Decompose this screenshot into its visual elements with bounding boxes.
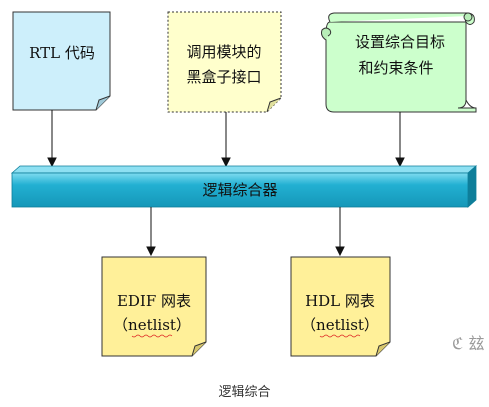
figure-caption: 逻辑综合 <box>218 385 271 400</box>
hdl-spellcheck-underline <box>319 334 361 338</box>
edif-line-1: EDIF 网表 <box>117 292 191 310</box>
arrow-rtl-to-synth <box>47 110 57 168</box>
constraints-scroll: 设置综合目标 和约束条件 <box>321 12 477 113</box>
output-arrows <box>146 207 345 257</box>
blackbox-line-1: 调用模块的 <box>186 43 261 61</box>
edif-netlist-box: EDIF 网表 （netlist） <box>101 256 207 357</box>
hdl-line-1: HDL 网表 <box>305 292 375 310</box>
arrow-blackbox-to-synth <box>221 112 231 168</box>
logic-synthesizer-bar: 逻辑综合器 <box>10 165 478 208</box>
edif-spellcheck-underline <box>131 334 173 338</box>
arrow-synth-to-edif <box>146 207 156 257</box>
watermark-logo: ℭ 玆 <box>452 334 485 353</box>
blackbox-interface-box: 调用模块的 黑盒子接口 <box>167 11 282 113</box>
blackbox-line-2: 黑盒子接口 <box>186 68 261 86</box>
hdl-netlist-box: HDL 网表 （netlist） <box>290 256 391 357</box>
constraints-line-2: 和约束条件 <box>358 59 433 77</box>
hdl-line-2: （netlist） <box>301 316 379 334</box>
edif-line-2: （netlist） <box>113 316 191 334</box>
rtl-code-label: RTL 代码 <box>29 44 95 62</box>
rtl-code-box: RTL 代码 <box>12 11 111 111</box>
arrow-synth-to-hdl <box>335 207 345 257</box>
arrow-constraints-to-synth <box>395 112 405 168</box>
logic-synthesizer-label: 逻辑综合器 <box>202 181 277 199</box>
input-arrows <box>47 110 405 168</box>
constraints-line-1: 设置综合目标 <box>355 33 445 51</box>
